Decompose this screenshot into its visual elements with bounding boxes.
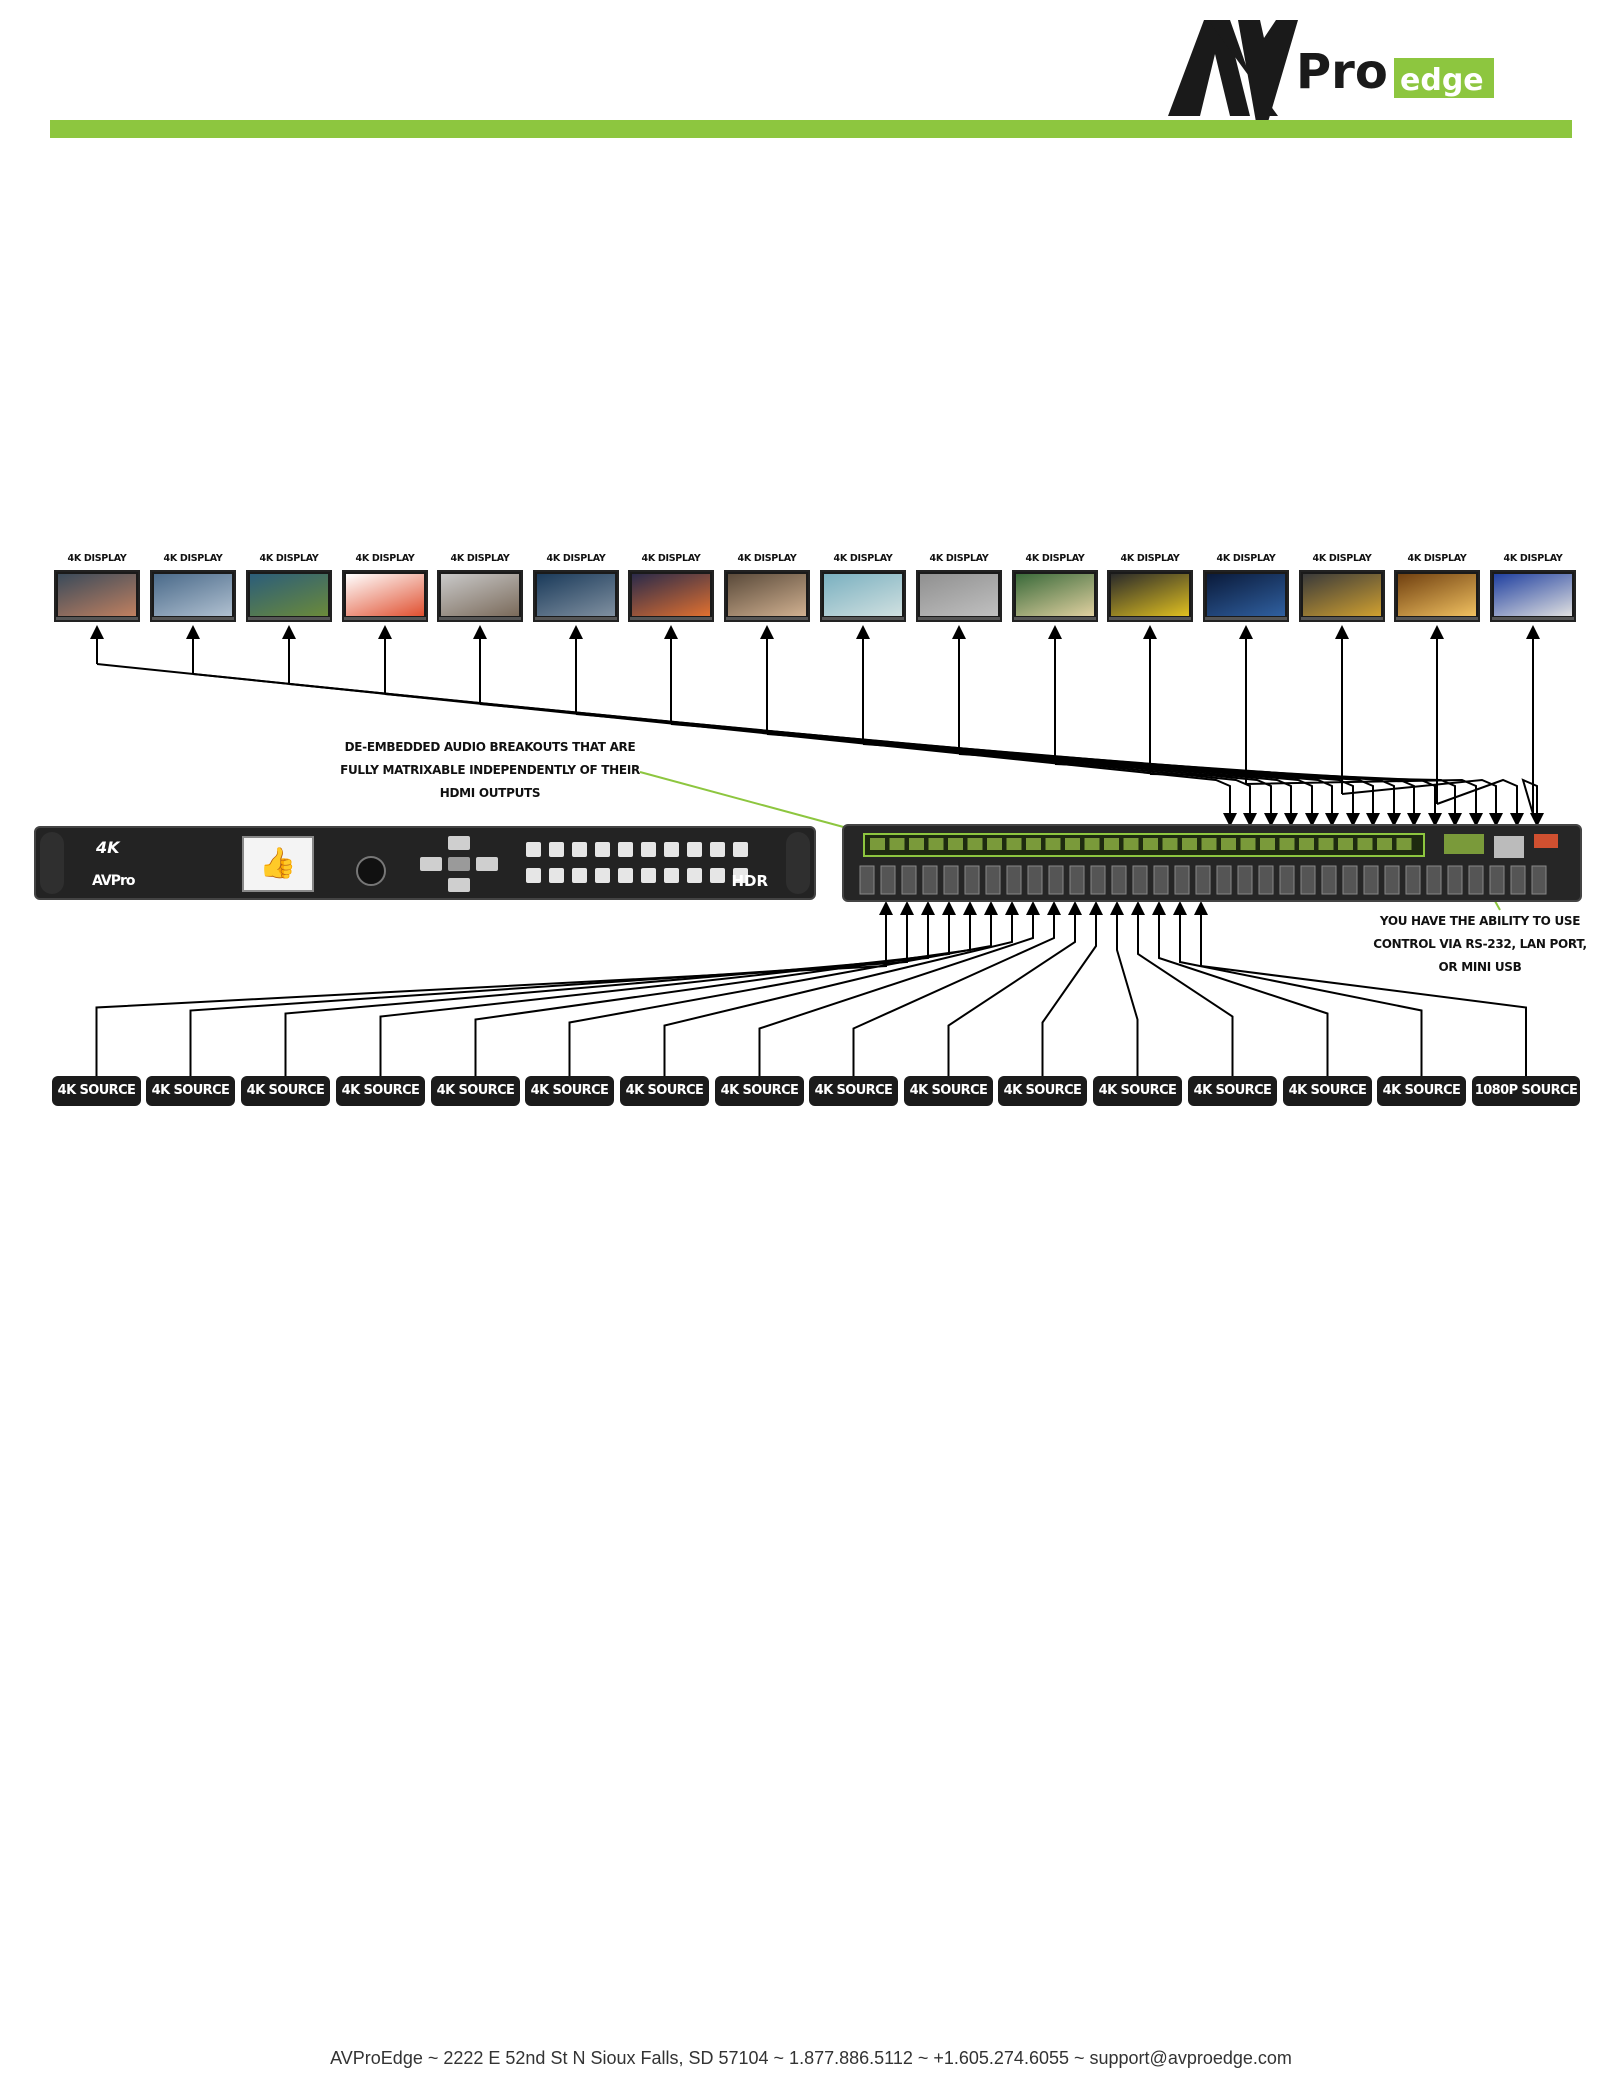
front-brand-av: AV xyxy=(92,873,112,889)
display-3: 4K DISPLAY xyxy=(246,552,332,622)
display-label: 4K DISPLAY xyxy=(67,553,127,564)
source-6: 4K SOURCE xyxy=(525,1076,614,1106)
display-label: 4K DISPLAY xyxy=(1312,553,1372,564)
display-14: 4K DISPLAY xyxy=(1299,552,1385,622)
front-lcd-thumbs-up: 👍 xyxy=(242,836,314,892)
display-label: 4K DISPLAY xyxy=(355,553,415,564)
display-label: 4K DISPLAY xyxy=(833,553,893,564)
display-screen-icon xyxy=(1394,570,1480,622)
display-label: 4K DISPLAY xyxy=(450,553,510,564)
front-brand-text: AVPro xyxy=(92,866,136,891)
display-9: 4K DISPLAY xyxy=(820,552,906,622)
display-16: 4K DISPLAY xyxy=(1490,552,1576,622)
display-15: 4K DISPLAY xyxy=(1394,552,1480,622)
display-label: 4K DISPLAY xyxy=(641,553,701,564)
control-note-line-2: CONTROL VIA RS-232, LAN PORT, xyxy=(1373,937,1587,951)
display-screen-icon xyxy=(724,570,810,622)
control-options-note: YOU HAVE THE ABILITY TO USE CONTROL VIA … xyxy=(1360,910,1600,979)
source-2: 4K SOURCE xyxy=(146,1076,235,1106)
logo-edge-text: edge xyxy=(1400,63,1484,98)
audio-note-line-2: FULLY MATRIXABLE INDEPENDENTLY OF THEIR xyxy=(340,763,640,777)
display-label: 4K DISPLAY xyxy=(929,553,989,564)
display-label: 4K DISPLAY xyxy=(1025,553,1085,564)
display-label: 4K DISPLAY xyxy=(163,553,223,564)
rack-ear-left xyxy=(40,832,64,894)
display-screen-icon xyxy=(437,570,523,622)
display-7: 4K DISPLAY xyxy=(628,552,714,622)
display-13: 4K DISPLAY xyxy=(1203,552,1289,622)
display-label: 4K DISPLAY xyxy=(1216,553,1276,564)
display-label: 4K DISPLAY xyxy=(737,553,797,564)
front-4k-badge: 4K xyxy=(96,838,120,857)
front-nav-buttons xyxy=(414,836,504,892)
source-16: 1080P SOURCE xyxy=(1472,1076,1580,1106)
display-screen-icon xyxy=(1299,570,1385,622)
display-screen-icon xyxy=(246,570,332,622)
logo-mark: Pro edge xyxy=(1168,20,1494,122)
display-screen-icon xyxy=(1012,570,1098,622)
front-hdr-badge: HDR xyxy=(731,872,768,890)
front-brand-pro: Pro xyxy=(110,873,136,889)
display-6: 4K DISPLAY xyxy=(533,552,619,622)
matrix-front-panel: 4K AVPro 👍 HDR xyxy=(34,826,816,900)
audio-breakout-note: DE-EMBEDDED AUDIO BREAKOUTS THAT ARE FUL… xyxy=(320,736,660,805)
header-green-rule xyxy=(50,120,1572,138)
display-screen-icon xyxy=(1203,570,1289,622)
display-10: 4K DISPLAY xyxy=(916,552,1002,622)
display-screen-icon xyxy=(533,570,619,622)
front-keypad xyxy=(526,838,786,888)
source-8: 4K SOURCE xyxy=(715,1076,804,1106)
display-2: 4K DISPLAY xyxy=(150,552,236,622)
display-label: 4K DISPLAY xyxy=(1407,553,1467,564)
display-4: 4K DISPLAY xyxy=(342,552,428,622)
source-12: 4K SOURCE xyxy=(1093,1076,1182,1106)
audio-note-line-3: HDMI OUTPUTS xyxy=(439,786,541,800)
display-screen-icon xyxy=(820,570,906,622)
display-screen-icon xyxy=(916,570,1002,622)
source-7: 4K SOURCE xyxy=(620,1076,709,1106)
display-screen-icon xyxy=(628,570,714,622)
footer-contact: AVProEdge ~ 2222 E 52nd St N Sioux Falls… xyxy=(330,2048,1292,2068)
display-screen-icon xyxy=(150,570,236,622)
source-10: 4K SOURCE xyxy=(904,1076,993,1106)
source-4: 4K SOURCE xyxy=(336,1076,425,1106)
avproedge-logo: Pro edge xyxy=(1168,18,1504,122)
rack-ear-right xyxy=(786,832,810,894)
display-5: 4K DISPLAY xyxy=(437,552,523,622)
control-note-line-1: YOU HAVE THE ABILITY TO USE xyxy=(1379,914,1581,928)
display-11: 4K DISPLAY xyxy=(1012,552,1098,622)
source-14: 4K SOURCE xyxy=(1283,1076,1372,1106)
display-label: 4K DISPLAY xyxy=(259,553,319,564)
display-label: 4K DISPLAY xyxy=(546,553,606,564)
source-15: 4K SOURCE xyxy=(1377,1076,1466,1106)
display-screen-icon xyxy=(1490,570,1576,622)
source-9: 4K SOURCE xyxy=(809,1076,898,1106)
display-screen-icon xyxy=(54,570,140,622)
control-knob xyxy=(356,856,386,886)
display-screen-icon xyxy=(342,570,428,622)
display-label: 4K DISPLAY xyxy=(1120,553,1180,564)
source-11: 4K SOURCE xyxy=(998,1076,1087,1106)
display-12: 4K DISPLAY xyxy=(1107,552,1193,622)
control-note-line-3: OR MINI USB xyxy=(1438,960,1522,974)
audio-note-line-1: DE-EMBEDDED AUDIO BREAKOUTS THAT ARE xyxy=(344,740,636,754)
display-screen-icon xyxy=(1107,570,1193,622)
source-13: 4K SOURCE xyxy=(1188,1076,1277,1106)
source-1: 4K SOURCE xyxy=(52,1076,141,1106)
source-5: 4K SOURCE xyxy=(431,1076,520,1106)
rear-panel-ports xyxy=(859,833,1558,895)
display-label: 4K DISPLAY xyxy=(1503,553,1563,564)
source-3: 4K SOURCE xyxy=(241,1076,330,1106)
logo-pro-text: Pro xyxy=(1296,44,1388,100)
display-1: 4K DISPLAY xyxy=(54,552,140,622)
matrix-rear-panel xyxy=(842,824,1582,902)
display-8: 4K DISPLAY xyxy=(724,552,810,622)
